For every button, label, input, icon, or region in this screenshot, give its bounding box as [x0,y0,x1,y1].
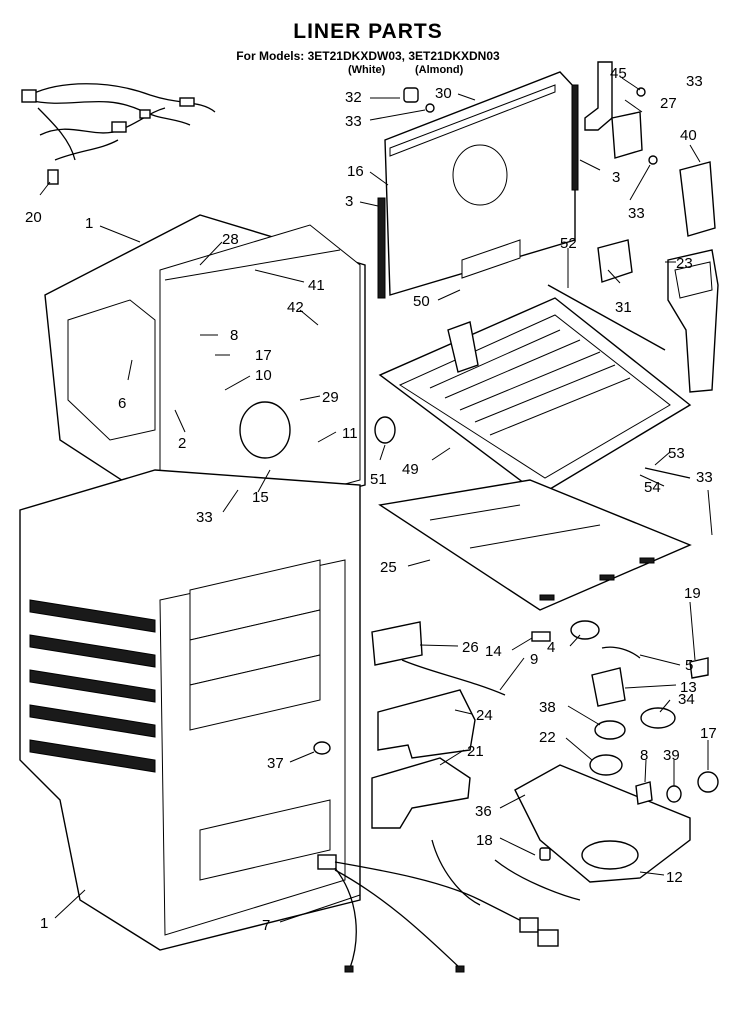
mounting-bracket [584,61,658,165]
callout-c4: 4 [547,639,555,656]
air-duct [679,161,716,237]
shelf-rail-upper [547,284,666,351]
callout-c33b: 33 [345,113,362,130]
callout-c45: 45 [610,65,627,82]
callout-c53: 53 [668,445,685,462]
callout-c24: 24 [476,707,493,724]
callout-c8a: 8 [230,327,238,344]
callout-c29: 29 [322,389,339,406]
wire-harness-top [21,83,216,185]
callout-c10: 10 [255,367,272,384]
callout-c12: 12 [666,869,683,886]
callout-c54: 54 [644,479,661,496]
callout-c50: 50 [413,293,430,310]
callout-c9: 9 [530,651,538,668]
callout-c3b: 3 [612,169,620,186]
model-numbers: For Models: 3ET21DKXDW03, 3ET21DKXDN03 [236,49,500,63]
callout-c6: 6 [118,395,126,412]
callout-c36: 36 [475,803,492,820]
callout-c13: 13 [680,679,697,696]
freezer-shelf [378,297,692,496]
callout-c22: 22 [539,729,556,746]
callout-c41: 41 [308,277,325,294]
callout-c39: 39 [663,747,680,764]
callout-c40: 40 [680,127,697,144]
callout-c17b: 17 [700,725,717,742]
leader-lines [39,77,713,923]
diffuser-cover [371,757,471,829]
callout-c23: 23 [676,255,693,272]
callout-c7: 7 [262,917,270,934]
callout-c51: 51 [370,471,387,488]
callout-c17a: 17 [255,347,272,364]
callout-c1b: 1 [40,915,48,932]
callout-c49: 49 [402,461,419,478]
callout-c11: 11 [342,425,358,442]
callout-c34: 34 [678,691,695,708]
callout-c33c: 33 [628,205,645,222]
control-housing [667,249,719,393]
fresh-food-liner [19,469,361,951]
callout-c37: 37 [267,755,284,772]
callout-c15: 15 [252,489,269,506]
callout-c16: 16 [347,163,364,180]
light-assembly [514,620,719,883]
callout-c28: 28 [222,231,239,248]
callout-c18: 18 [476,832,493,849]
callout-c52: 52 [560,235,577,252]
page-title: LINER PARTS [293,20,443,43]
callout-c32: 32 [345,89,362,106]
damper-block [597,239,633,283]
callout-c33a: 33 [686,73,703,90]
shelf-pan [378,479,692,611]
left-trim-strip [377,197,386,299]
callout-c42: 42 [287,299,304,316]
freezer-liner [44,214,366,538]
shelf-rail-lower [644,467,691,479]
callout-c38: 38 [539,699,556,716]
callout-c30: 30 [435,85,452,102]
callout-c33d: 33 [196,509,213,526]
callout-c26: 26 [462,639,479,656]
roller-wheel [374,416,396,444]
callout-c2: 2 [178,435,186,452]
variant-almond-label: (Almond) [415,64,464,76]
clip-14 [531,631,551,642]
callout-c21: 21 [467,743,484,760]
air-diffuser [377,689,476,759]
callout-c3a: 3 [345,193,353,210]
callout-c5: 5 [685,657,693,674]
control-cable [401,659,506,696]
callout-c14: 14 [485,643,502,660]
evaporator-cover [384,71,576,296]
cap-fastener [403,87,435,113]
callout-c20: 20 [25,209,42,226]
callout-c25: 25 [380,559,397,576]
callout-c19: 19 [684,585,701,602]
callout-c8b: 8 [640,747,648,764]
wire-harness-bottom [317,839,581,973]
control-module [371,621,423,666]
callout-c33e: 33 [696,469,713,486]
right-trim-strip [571,84,579,191]
callout-c1a: 1 [85,215,93,232]
callout-c31: 31 [615,299,632,316]
variant-white-label: (White) [348,64,386,76]
callout-c27: 27 [660,95,677,112]
